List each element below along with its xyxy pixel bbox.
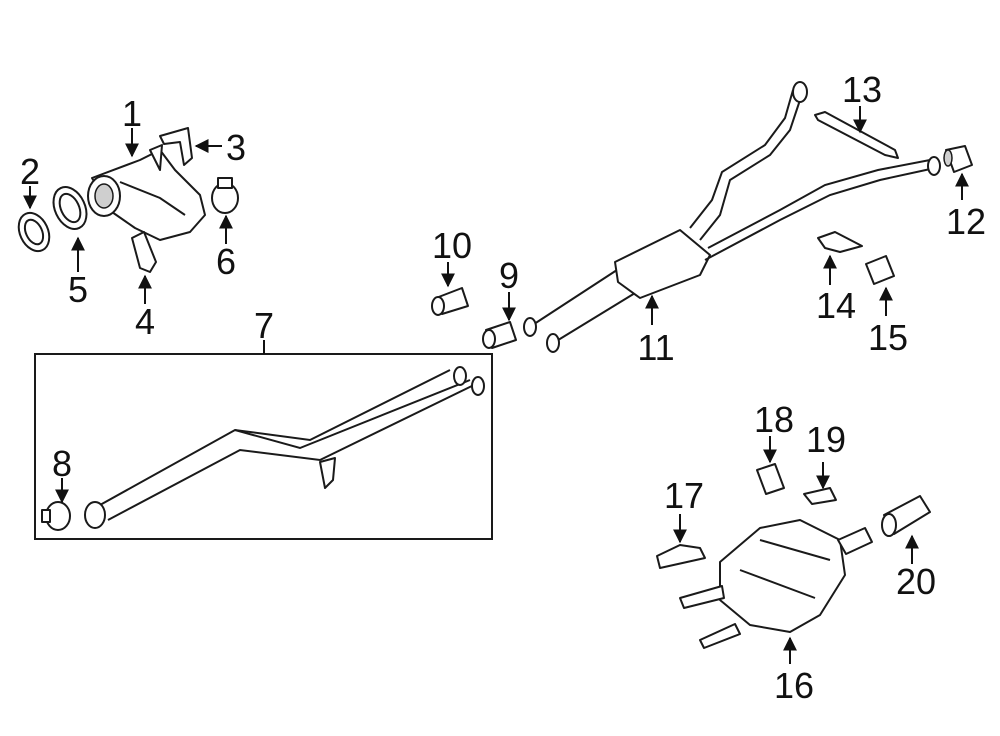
callout-4: 4 [135,301,155,342]
callout-19: 19 [806,419,846,460]
callout-15: 15 [868,317,908,358]
callout-16: 16 [774,665,814,706]
rubber-mount-18 [756,463,785,495]
clamp-9 [482,321,517,349]
seal-ring [52,186,88,230]
callout-12: 12 [946,201,986,242]
callout-17: 17 [664,475,704,516]
callout-5: 5 [68,269,88,310]
callout-labels: 1 2 3 4 5 6 7 8 9 10 11 12 13 14 15 16 1… [20,69,986,706]
bracket-19 [803,487,837,505]
front-pipe [84,366,485,529]
clamp-6 [211,177,239,214]
callout-13: 13 [842,69,882,110]
callout-14: 14 [816,285,856,326]
clamp-8 [41,501,71,531]
callout-8: 8 [52,443,72,484]
rubber-mount-15 [865,255,895,285]
callout-3: 3 [226,127,246,168]
leader-arrows [23,106,969,664]
hanger-bracket-14 [817,231,863,253]
intermediate-pipe [523,81,941,353]
callout-7: 7 [254,305,274,346]
lower-bracket [131,231,157,273]
tailpipe-tip [881,495,931,537]
callout-1: 1 [122,93,142,134]
callout-11: 11 [637,327,674,368]
gasket [17,211,51,253]
callout-20: 20 [896,561,936,602]
upper-bracket [159,127,193,166]
hanger-strap-13 [814,111,899,159]
rear-muffler [679,519,873,649]
callout-6: 6 [216,241,236,282]
callout-2: 2 [20,151,40,192]
sleeve-10 [431,287,469,316]
pipe-end-12 [943,145,973,173]
catalytic-converter [87,144,206,241]
hanger-17 [656,544,706,569]
callout-18: 18 [754,399,794,440]
callout-9: 9 [499,255,519,296]
callout-10: 10 [432,225,472,266]
